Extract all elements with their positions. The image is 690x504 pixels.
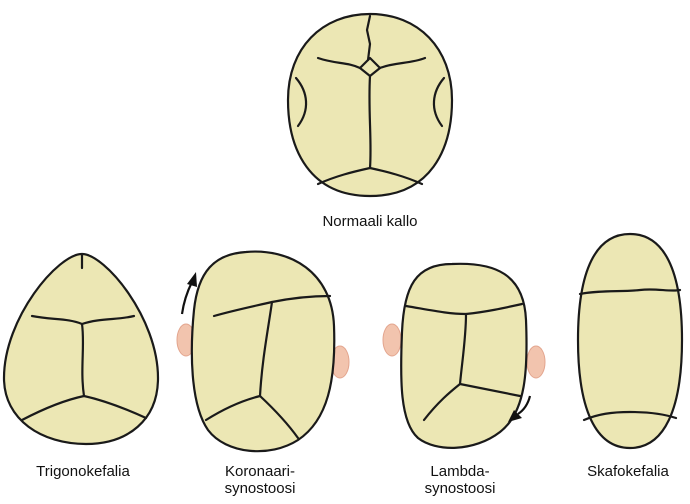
normal-skull [288,14,452,196]
normal-skull-sagittal [369,76,370,168]
lambdoid-synostosis-skull [383,264,545,448]
trigonocephaly-outline [4,254,158,444]
scaphocephaly-skull [578,234,682,448]
coronal-arrow-head [187,272,197,287]
label-coronal-line1: Koronaari- [200,463,320,480]
coronal-synostosis-outline [192,252,334,452]
coronal-synostosis-skull [177,252,349,452]
trigonocephaly-skull [4,254,158,444]
label-normal-skull: Normaali kallo [300,213,440,230]
label-coronal-synostosis: Koronaari- synostoosi [200,463,320,497]
label-lambdoid-line2: synostoosi [400,480,520,497]
label-coronal-line2: synostoosi [200,480,320,497]
lambdoid-left-ear [383,324,401,356]
label-scaphocephaly: Skafokefalia [568,463,688,480]
label-lambdoid-line1: Lambda- [400,463,520,480]
label-trigonocephaly: Trigonokefalia [8,463,158,480]
lambdoid-right-ear [527,346,545,378]
label-lambdoid-synostosis: Lambda- synostoosi [400,463,520,497]
coronal-arrow-line [182,282,192,314]
